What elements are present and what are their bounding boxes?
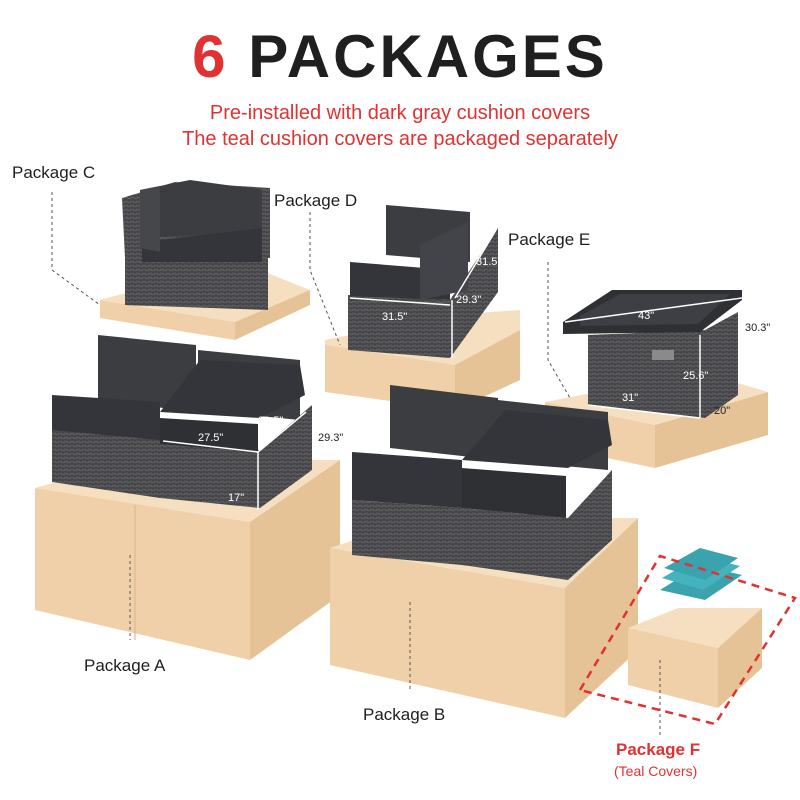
package-d-label: Package D bbox=[274, 191, 358, 210]
leader-lines bbox=[51, 192, 661, 735]
armless-depth-dim: 31.5" bbox=[258, 415, 284, 427]
armless-height-dim: 29.3" bbox=[318, 432, 344, 444]
package-b-armless-chairs bbox=[352, 385, 612, 580]
package-b-label: Package B bbox=[363, 705, 446, 724]
corner-width-dim: 31.5" bbox=[382, 311, 408, 323]
dimension-lines bbox=[162, 229, 743, 510]
package-d-corner-chair bbox=[348, 205, 498, 358]
seat-height-dim: 17" bbox=[228, 492, 245, 504]
package-c-label: Package C bbox=[12, 163, 96, 182]
teal-cushion-covers bbox=[660, 548, 742, 600]
package-c-corner-chair bbox=[122, 180, 270, 310]
package-a-label: Package A bbox=[84, 656, 166, 675]
table-top-depth-dim: 30.3" bbox=[745, 322, 771, 334]
package-f-note: (Teal Covers) bbox=[614, 763, 698, 779]
package-f-box bbox=[628, 608, 762, 708]
page-title: 6 PACKAGES bbox=[0, 22, 800, 91]
table-depth-dim: 20" bbox=[714, 405, 731, 417]
package-e-label: Package E bbox=[508, 230, 591, 249]
armless-width-dim: 27.5" bbox=[198, 432, 224, 444]
package-count: 6 bbox=[192, 23, 229, 90]
package-f-label: Package F bbox=[616, 740, 701, 759]
package-f-dashed-outline bbox=[578, 554, 797, 726]
subtitle-line-1: Pre-installed with dark gray cushion cov… bbox=[209, 102, 591, 124]
corner-height-dim: 29.3" bbox=[456, 294, 482, 306]
table-base-dim: 31" bbox=[622, 392, 639, 404]
table-height-dim: 25.6" bbox=[683, 370, 709, 382]
package-e-fire-table bbox=[563, 290, 742, 418]
table-top-width-dim: 43" bbox=[638, 310, 655, 322]
package-a-armless-chairs bbox=[52, 335, 312, 508]
title-text: PACKAGES bbox=[248, 23, 608, 90]
corner-depth-dim: 31.5" bbox=[476, 256, 502, 268]
subtitle-line-2: The teal cushion covers are packaged sep… bbox=[182, 128, 618, 150]
